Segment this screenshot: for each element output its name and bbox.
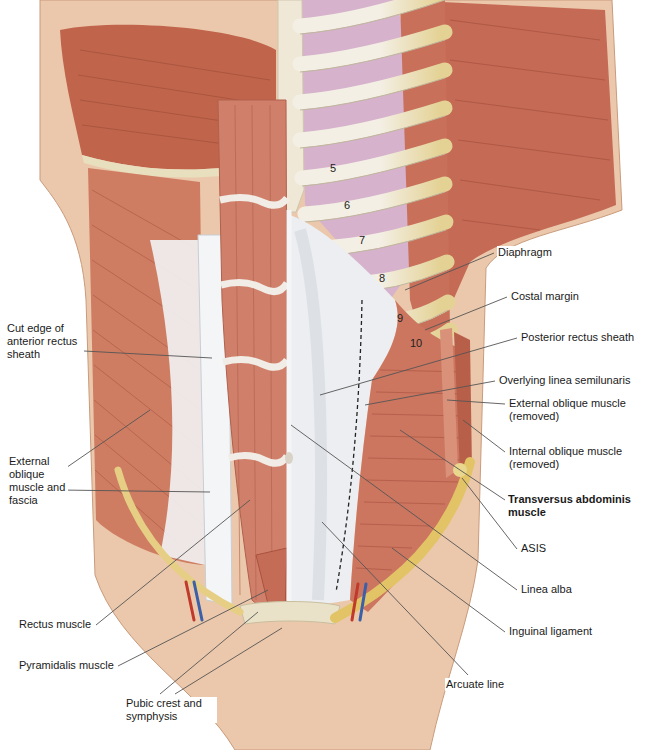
rib-number: 8: [379, 272, 385, 284]
part-label: Inguinal ligament: [508, 625, 593, 638]
part-label: Posterior rectus sheath: [520, 331, 635, 344]
part-label: Costal margin: [510, 290, 580, 303]
part-label: Transversus abdominis muscle: [507, 493, 644, 519]
rib-number: 9: [397, 312, 403, 324]
rib-number: 5: [330, 162, 336, 174]
part-label: Diaphragm: [497, 246, 553, 259]
part-label: Linea alba: [520, 583, 573, 596]
part-label: External oblique muscle and fascia: [8, 455, 68, 507]
part-label: Pubic crest and symphysis: [125, 697, 217, 723]
part-label: Internal oblique muscle (removed): [508, 445, 642, 471]
part-label: ASIS: [520, 542, 547, 555]
part-label: Overlying linea semilunaris: [498, 374, 631, 387]
part-label: Pyramidalis muscle: [18, 659, 115, 672]
part-label: External oblique muscle (removed): [508, 397, 642, 423]
rib-number: 6: [344, 199, 350, 211]
part-label: Arcuate line: [445, 678, 505, 691]
part-label: Cut edge of anterior rectus sheath: [6, 322, 82, 361]
part-label: Rectus muscle: [18, 618, 92, 631]
rib-number: 7: [359, 234, 365, 246]
rib-number: 10: [410, 337, 422, 349]
